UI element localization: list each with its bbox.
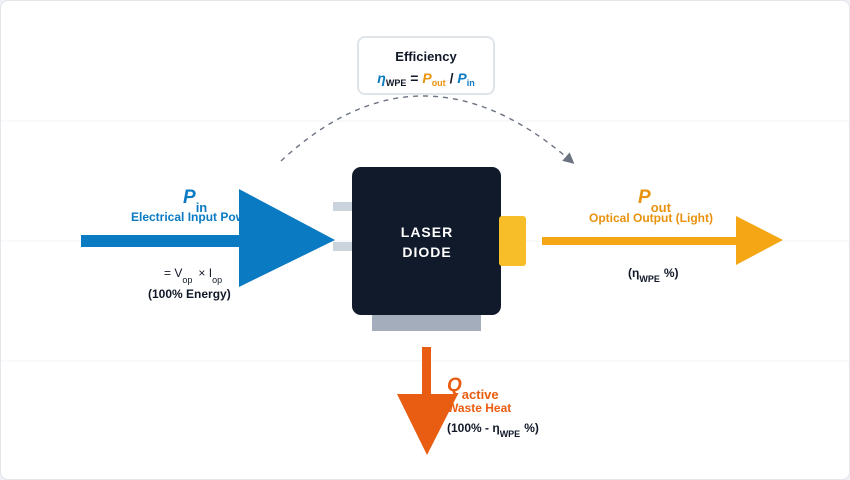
- efficiency-title: Efficiency: [395, 49, 457, 64]
- heat-percent: (100% - ηWPE%): [447, 421, 539, 439]
- p-in-symbol: P: [457, 70, 467, 86]
- output-arrow: [542, 216, 783, 265]
- diode-pin-top: [333, 202, 355, 211]
- output-lens: [499, 216, 526, 266]
- heat-label: Waste Heat: [447, 401, 511, 415]
- p-out-subscript: out: [431, 78, 446, 88]
- diode-pin-bottom: [333, 242, 355, 251]
- eta-subscript: WPE: [385, 78, 407, 88]
- input-symbol: Pin: [183, 187, 207, 215]
- p-in-subscript: in: [466, 78, 475, 88]
- equals-sign: =: [410, 70, 419, 86]
- heat-arrow: [397, 347, 458, 455]
- eta-symbol: η: [377, 70, 386, 86]
- output-symbol: Pout: [638, 187, 672, 215]
- heat-symbol: Qactive: [447, 375, 499, 402]
- output-label: Optical Output (Light): [589, 211, 713, 225]
- laser-diode-body: [352, 167, 501, 315]
- efficiency-arc: [280, 95, 575, 164]
- input-energy: (100% Energy): [148, 287, 231, 301]
- divide-sign: /: [449, 70, 454, 86]
- efficiency-equation: ηWPE = Pout / Pin: [359, 70, 493, 91]
- input-formula: = Vop× Iop: [164, 266, 222, 285]
- input-arrow: [81, 189, 335, 287]
- heatsink: [372, 313, 481, 331]
- diode-label-line1: LASER: [401, 224, 453, 240]
- input-label: Electrical Input Power: [131, 210, 257, 224]
- p-out-symbol: P: [422, 70, 432, 86]
- efficiency-box: Efficiency ηWPE = Pout / Pin: [357, 36, 495, 95]
- diode-label-line2: DIODE: [402, 244, 451, 260]
- output-percent: (ηWPE%): [628, 266, 679, 284]
